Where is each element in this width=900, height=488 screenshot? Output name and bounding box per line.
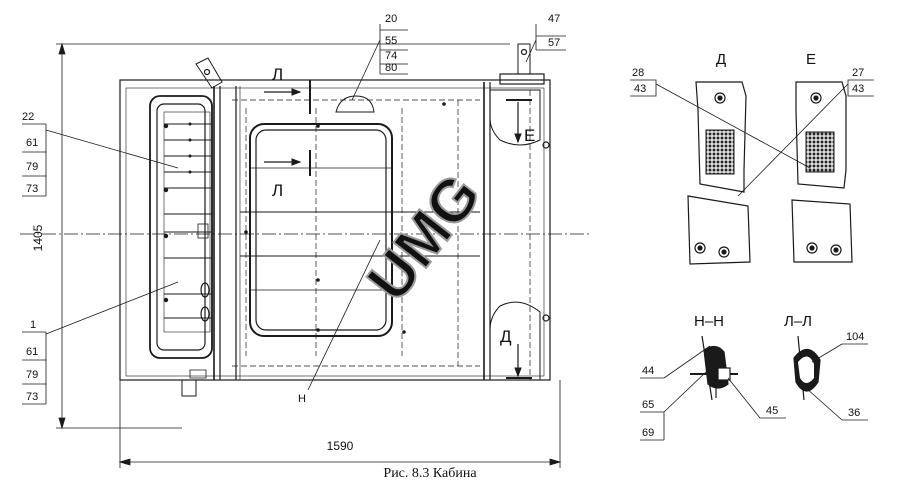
callout-36: 36 [848, 407, 860, 419]
callout-27: 27 [852, 67, 864, 79]
section-ll [793, 335, 821, 401]
callout-22: 22 [22, 111, 34, 123]
callout-104: 104 [846, 331, 864, 343]
callout-69: 69 [642, 427, 654, 439]
detail-callout-leaders [630, 79, 874, 197]
callout-79-b: 79 [26, 369, 38, 381]
dimension-lines [56, 42, 562, 468]
callout-55: 55 [385, 35, 397, 47]
section-mark-l-mid: Л [272, 181, 283, 200]
callout-20: 20 [385, 13, 397, 25]
callout-73-b: 73 [26, 391, 38, 403]
detail-view-d [687, 81, 751, 265]
section-marks [264, 80, 532, 379]
view-title-e: Е [806, 51, 816, 68]
callout-45: 45 [766, 405, 778, 417]
callout-74: 74 [385, 50, 397, 62]
section-mark-l-top: Л [272, 65, 283, 84]
callout-h: Н [298, 393, 306, 405]
callout-57: 57 [548, 37, 560, 49]
height-dimension: 1405 [31, 224, 45, 251]
callout-79-a: 79 [26, 161, 38, 173]
section-callout-leaders [640, 343, 868, 441]
width-dimension: 1590 [327, 439, 354, 453]
callout-28: 28 [632, 67, 644, 79]
view-title-ll: Л–Л [784, 313, 812, 330]
watermark: UMG [354, 162, 493, 314]
callout-44: 44 [642, 365, 654, 377]
callout-73-a: 73 [26, 183, 38, 195]
detail-view-e [791, 81, 853, 263]
callout-61-a: 61 [26, 137, 38, 149]
callout-61-b: 61 [26, 346, 38, 358]
figure-caption-text: Рис. 8.3 Кабина [383, 466, 477, 481]
callout-65: 65 [642, 399, 654, 411]
section-mark-e: Е [524, 126, 535, 145]
section-nn [690, 335, 738, 401]
callout-80: 80 [385, 62, 397, 74]
callout-1: 1 [30, 319, 36, 331]
callout-47: 47 [548, 13, 560, 25]
callout-43-b: 43 [852, 83, 864, 95]
view-title-nn: Н–Н [694, 313, 724, 330]
callout-43-a: 43 [634, 83, 646, 95]
figure-caption: Рис. 8.3 Кабина [0, 466, 900, 482]
section-mark-d: Д [500, 327, 512, 346]
cab-plan-view [119, 43, 551, 397]
callout-leaders [22, 24, 566, 405]
view-title-d: Д [716, 51, 726, 68]
